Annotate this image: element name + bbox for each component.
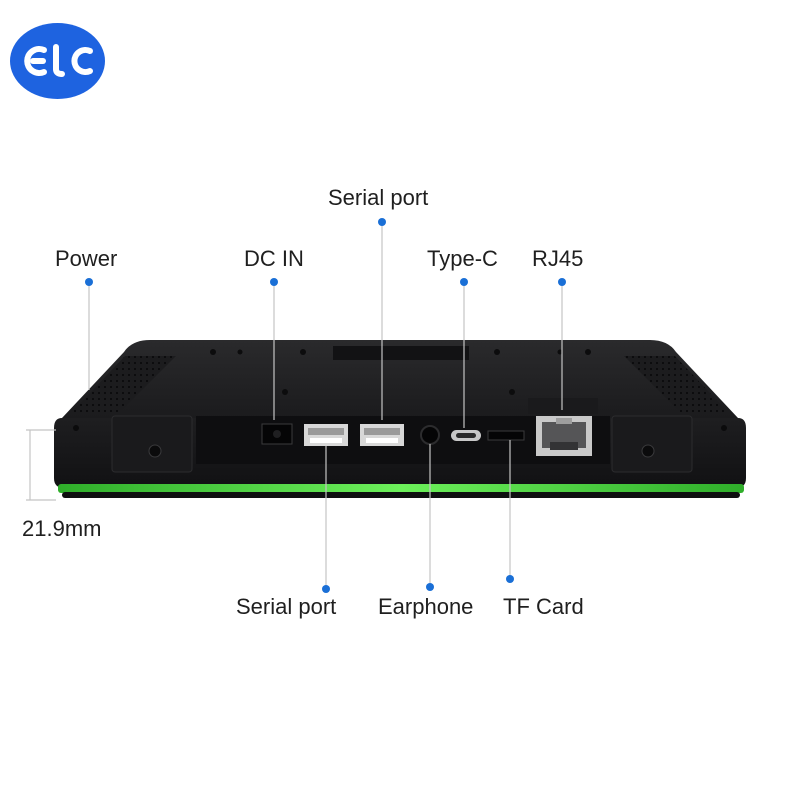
dot-power	[85, 278, 93, 286]
callout-lines	[26, 222, 563, 589]
serial-port-usb-1	[304, 424, 348, 446]
serial-port-usb-2	[360, 424, 404, 446]
mounting-holes	[210, 349, 591, 395]
dot-type-c	[460, 278, 468, 286]
label-rj45: RJ45	[532, 246, 584, 271]
dot-serial-port-top	[378, 218, 386, 226]
tf-card-slot	[487, 430, 525, 441]
dot-serial-port-bottom	[322, 585, 330, 593]
label-serial-port-top: Serial port	[328, 185, 429, 210]
dot-earphone	[426, 583, 434, 591]
left-cover	[111, 415, 193, 473]
label-dc-in: DC IN	[244, 246, 304, 271]
vent-left	[72, 356, 176, 412]
callout-dots	[85, 218, 566, 593]
earphone-jack	[420, 425, 440, 445]
label-type-c: Type-C	[427, 246, 498, 271]
vent-right	[624, 356, 728, 412]
label-earphone: Earphone	[378, 594, 474, 619]
rj45-port	[536, 416, 592, 456]
label-power: Power	[55, 246, 118, 271]
label-thickness: 21.9mm	[22, 516, 102, 541]
right-cover	[611, 415, 693, 473]
elc-logo-mark	[24, 44, 93, 77]
elc-logo	[10, 23, 105, 99]
dot-dc-in	[270, 278, 278, 286]
led-strip	[58, 484, 744, 493]
dot-tf-card	[506, 575, 514, 583]
label-tf-card: TF Card	[503, 594, 584, 619]
dot-rj45	[558, 278, 566, 286]
label-serial-port-bottom: Serial port	[236, 594, 337, 619]
heatsink-grille	[333, 346, 469, 360]
